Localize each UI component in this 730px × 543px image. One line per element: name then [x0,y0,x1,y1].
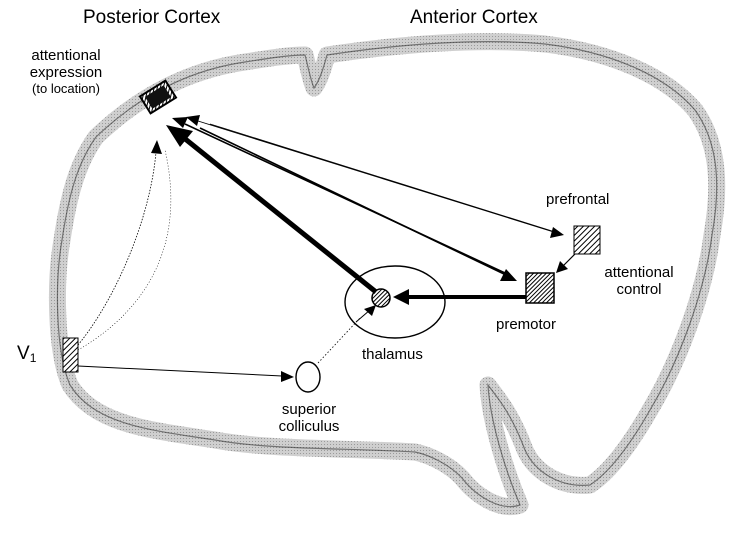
v1-label: V1 [17,343,36,366]
premotor-region [526,273,554,303]
arrow-v1-to-colliculus [78,366,282,376]
arrowhead-colliculus-to-thalamus [364,305,376,316]
arrow-thalamus-to-expression [184,138,376,292]
attentional-control-line2: control [596,281,682,298]
attentional-expression-label: attentional expression (to location) [20,47,112,96]
anterior-cortex-header: Anterior Cortex [410,7,538,29]
arrowhead-v1-to-colliculus [281,371,294,382]
arrow-colliculus-dotted [318,318,360,363]
arrowhead-premotor-to-expression [172,117,188,128]
arrowhead-expression-to-prefrontal [550,227,564,238]
prefrontal-label: prefrontal [546,191,609,208]
premotor-label: premotor [496,316,556,333]
arrow-expression-to-premotor [200,128,504,274]
attentional-control-label: attentional control [596,264,682,299]
superior-colliculus-label: superior colliculus [266,401,352,436]
arrow-prefrontal-to-expression [198,121,560,234]
v1-label-main: V [17,343,30,364]
attentional-control-line1: attentional [596,264,682,281]
superior-colliculus-ellipse [296,362,320,392]
arrowhead-premotor-to-thalamus [393,289,409,305]
superior-colliculus-line2: colliculus [266,418,352,435]
arrow-v1-to-expression-2 [78,150,171,350]
attentional-expression-line1: attentional [20,47,112,64]
v1-region [63,338,78,372]
arrow-prefrontal-to-premotor [563,254,575,266]
posterior-cortex-header: Posterior Cortex [83,7,220,29]
arrowhead-expression-to-premotor [500,269,517,281]
arrowhead-prefrontal-to-expression [186,115,200,126]
attentional-expression-line2: expression [20,64,112,81]
thalamus-label: thalamus [362,346,423,363]
arrow-v1-to-expression [78,152,156,345]
prefrontal-region [574,226,600,254]
pathway-arrows [78,115,575,382]
arrowhead-v1-to-expression [151,140,162,154]
superior-colliculus-line1: superior [266,401,352,418]
attentional-expression-line3: (to location) [20,82,112,97]
v1-label-sub: 1 [30,351,37,365]
